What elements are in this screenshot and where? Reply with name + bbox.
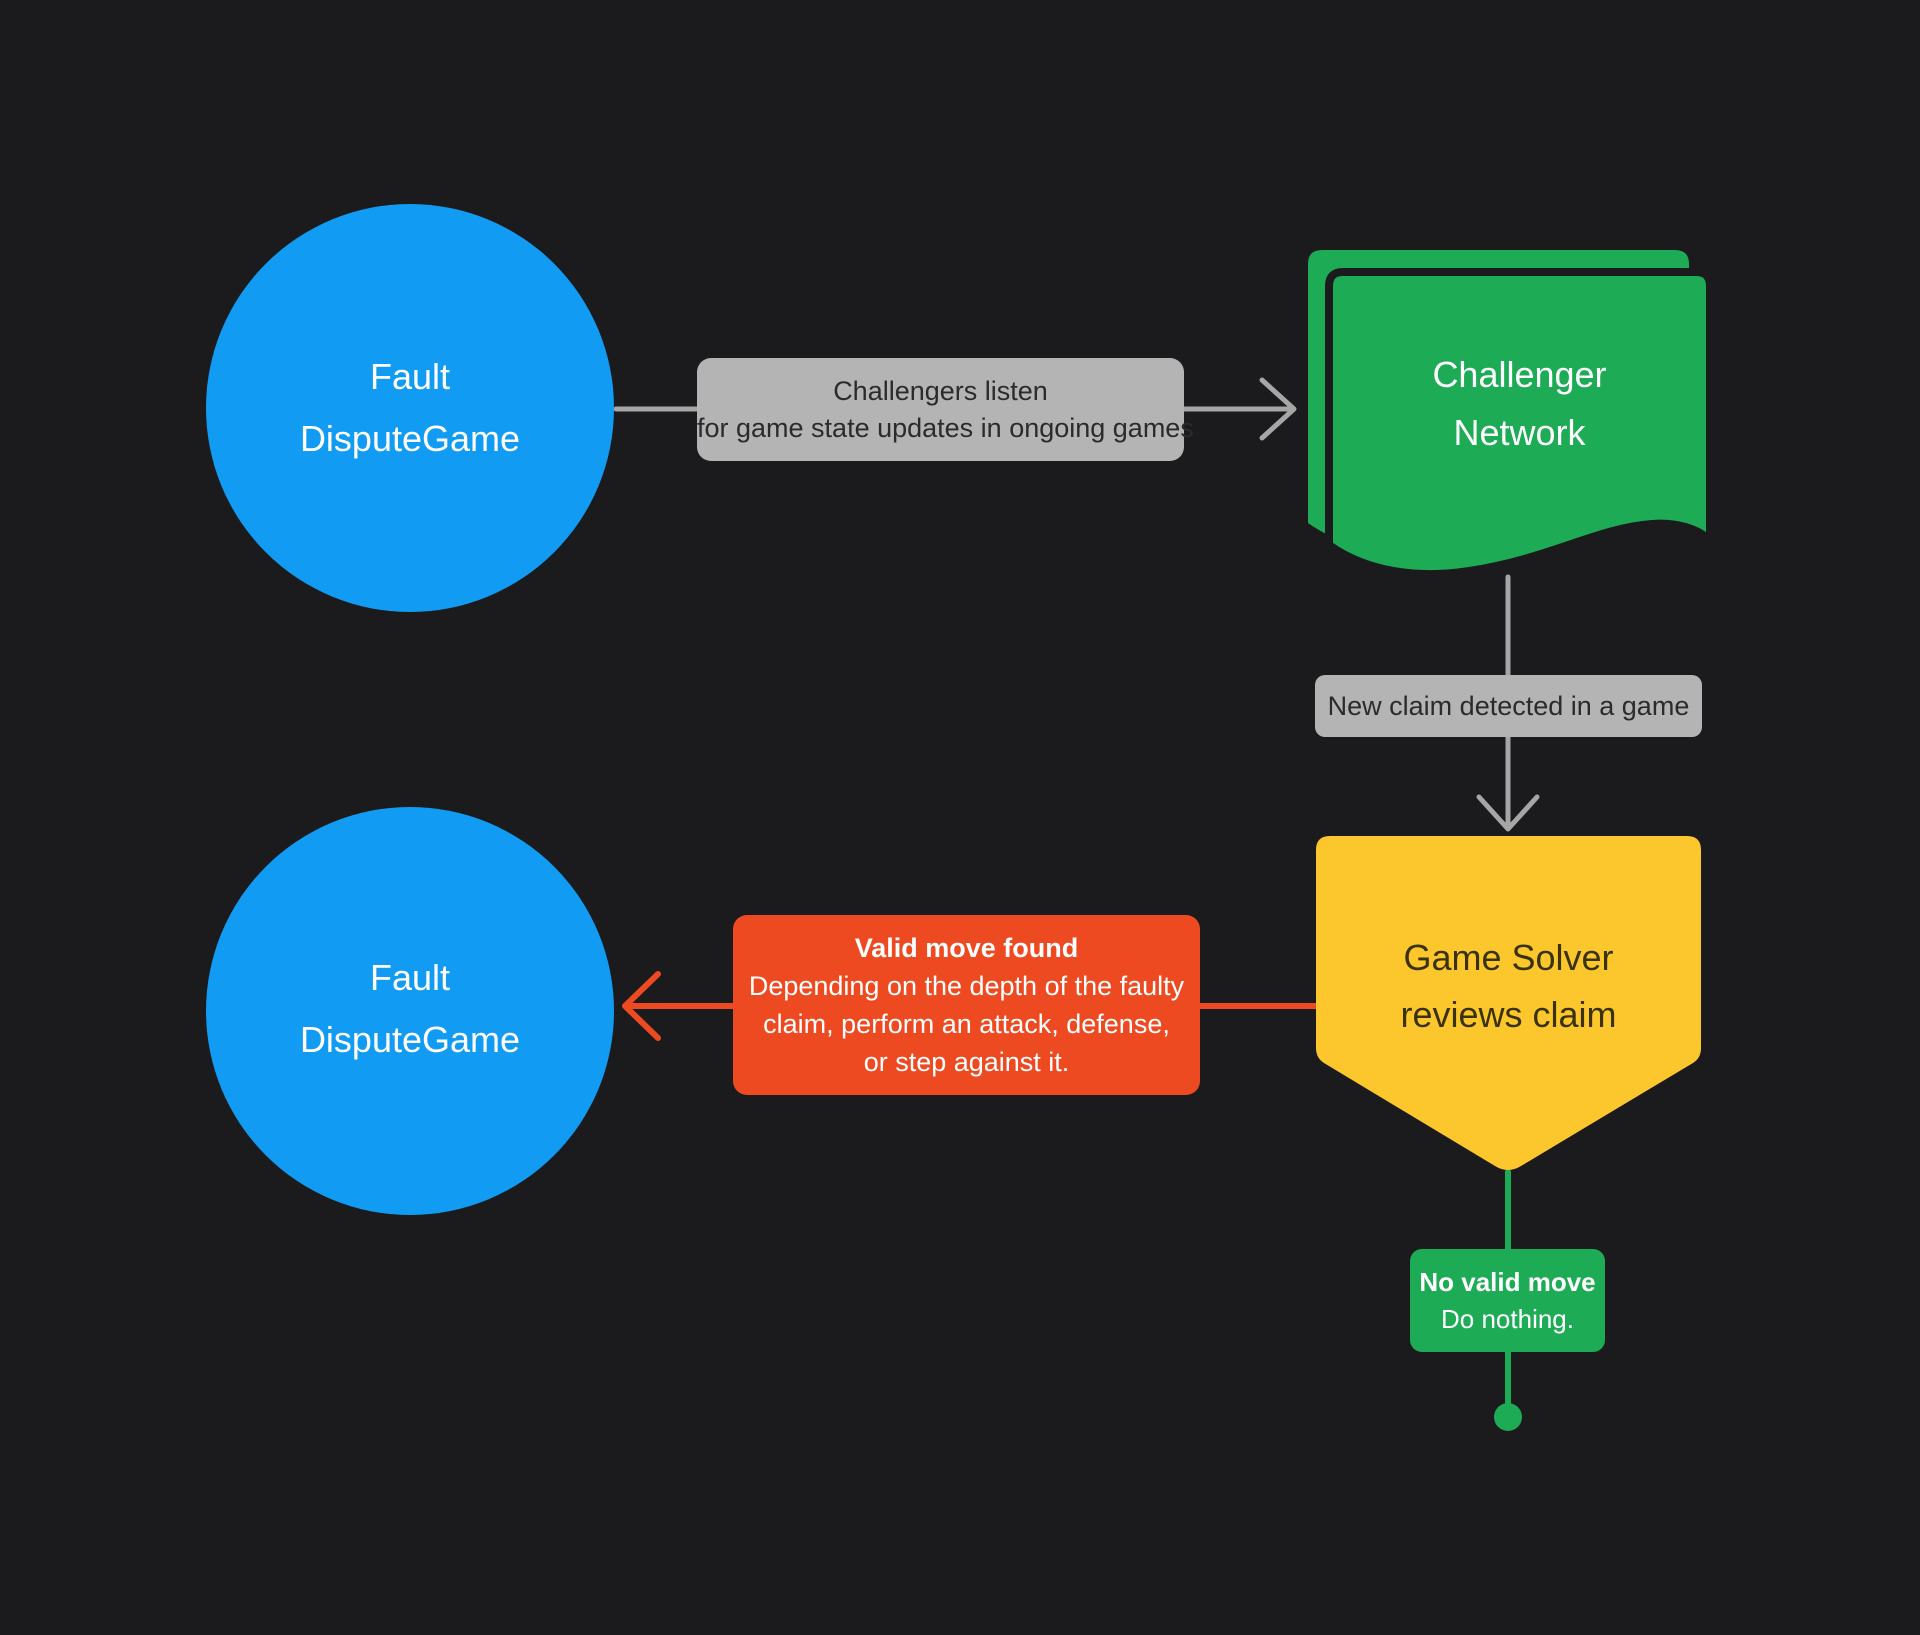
label-box-new-claim — [1315, 675, 1702, 737]
callout-box-valid-move — [733, 915, 1200, 1095]
callout-valid-move: Valid move found Depending on the depth … — [748, 933, 1185, 1077]
label-box-challengers-listen — [697, 358, 1184, 461]
label-new-claim: New claim detected in a game — [1327, 690, 1690, 721]
label-challengers-listen: Challengers listen for game state update… — [697, 375, 1194, 443]
arrowhead-down-icon — [1476, 794, 1540, 832]
node-challenger-network — [1325, 268, 1714, 579]
node-fault-dispute-game-bottom-label: Fault DisputeGame — [299, 957, 521, 1060]
node-fault-dispute-game-top-label: Fault DisputeGame — [299, 356, 521, 459]
node-fault-dispute-game-top — [206, 204, 614, 612]
arrowhead-right-icon — [1259, 377, 1297, 441]
arrowhead-left-icon — [622, 971, 661, 1041]
node-challenger-network-label: Challenger Network — [1432, 354, 1607, 453]
callout-no-valid-move: No valid move Do nothing. — [1419, 1266, 1596, 1334]
node-game-solver-label: Game Solver reviews claim — [1400, 937, 1617, 1035]
node-game-solver — [1316, 836, 1701, 1170]
callout-box-no-valid-move — [1410, 1249, 1605, 1352]
node-fault-dispute-game-bottom — [206, 807, 614, 1215]
terminal-dot — [1494, 1403, 1522, 1431]
